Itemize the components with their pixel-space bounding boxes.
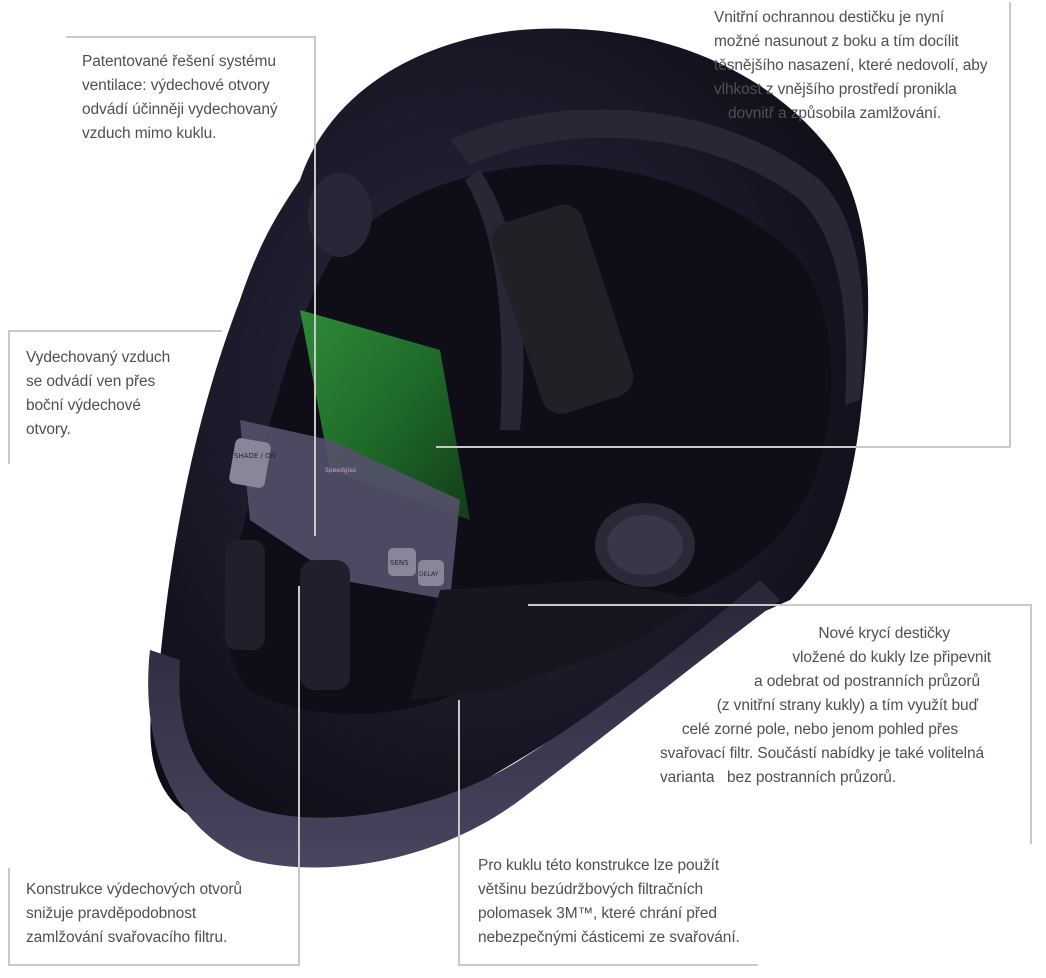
- sens-button: [388, 548, 416, 576]
- callout-line: Pro kuklu této konstrukce lze použít: [478, 857, 720, 874]
- exhaust-vent-left: [225, 540, 265, 650]
- callout-cover-plates: Nové krycí destičky vložené do kukly lze…: [650, 622, 1000, 790]
- callout-line: se odvádí ven přes: [26, 373, 156, 390]
- callout-line: snižuje pravděpodobnost: [26, 905, 197, 922]
- callout-line: vložené do kukly lze připevnit: [792, 649, 991, 666]
- callout-line: varianta bez postranních průzorů.: [660, 769, 897, 786]
- headband: [450, 109, 864, 406]
- callout-line: celé zorné pole, nebo jenom pohled přes: [681, 721, 958, 738]
- svg-text:SENS: SENS: [390, 559, 409, 567]
- callout-line: otvory.: [26, 421, 71, 438]
- callout-protective-plate: Vnitřní ochrannou destičku je nyní možné…: [714, 6, 999, 126]
- callout-line: polomasek 3M™, které chrání před: [478, 905, 717, 922]
- svg-text:DELAY: DELAY: [419, 571, 439, 578]
- callout-line: Konstrukce výdechových otvorů: [26, 881, 242, 898]
- callout-line: Vydechovaný vzduch: [26, 349, 171, 366]
- delay-button: [418, 560, 444, 586]
- helmet-chin-rim: [148, 580, 780, 868]
- leader-exhaust-v: [298, 586, 300, 966]
- callout-respirator: Pro kuklu této konstrukce lze použít vět…: [478, 854, 740, 950]
- svg-text:SHADE / ON: SHADE / ON: [234, 452, 276, 460]
- callout-line: Patentované řešení systému: [82, 53, 276, 70]
- cover-plate: [410, 580, 700, 700]
- leader-exhaust-v2: [8, 868, 10, 966]
- callout-line: možné nasunout z boku a tím docílit: [714, 33, 959, 50]
- exhaust-vent-right: [300, 560, 350, 690]
- callout-exhaust-design: Konstrukce výdechových otvorů snižuje pr…: [26, 878, 242, 950]
- callout-exhaled-air: Vydechovaný vzduch se odvádí ven přes bo…: [26, 346, 170, 442]
- leader-ventilation-h: [66, 36, 316, 38]
- callout-line: většinu bezúdržbových filtračních: [478, 881, 704, 898]
- callout-line: vzduch mimo kuklu.: [82, 125, 217, 142]
- sweatband: [491, 204, 634, 414]
- leader-cover-v: [1030, 604, 1032, 844]
- leader-respirator-v: [458, 700, 460, 966]
- leader-ventilation-v: [314, 36, 316, 536]
- shade-button: [229, 438, 271, 488]
- leader-exhaled-h: [8, 330, 222, 332]
- callout-line: boční výdechové: [26, 397, 141, 414]
- callout-line: (z vnitřní strany kukly) a tím využít bu…: [716, 697, 978, 714]
- leader-plate-h: [436, 446, 1011, 448]
- callout-line: Nové krycí destičky: [818, 625, 950, 642]
- callout-line: odvádí účinněji vydechovaný: [82, 101, 278, 118]
- callout-ventilation: Patentované řešení systému ventilace: vý…: [82, 50, 278, 146]
- callout-line: Vnitřní ochrannou destičku je nyní: [714, 9, 945, 26]
- callout-line: těsnějšího nasazení, které nedovolí, aby: [714, 57, 988, 74]
- callout-line: zamlžování svařovacího filtru.: [26, 929, 228, 946]
- leader-exhaust-h: [8, 964, 300, 966]
- leader-plate-v: [1009, 2, 1011, 448]
- callout-line: dovnitř a způsobila zamlžování.: [728, 105, 942, 122]
- svg-text:Speedglas: Speedglas: [325, 467, 356, 474]
- callout-line: ventilace: výdechové otvory: [82, 77, 270, 94]
- leader-respirator-h: [458, 964, 758, 966]
- leader-exhaled-v: [8, 330, 10, 464]
- callout-line: a odebrat od postranních průzorů: [753, 673, 980, 690]
- callout-line: nebezpečnými částicemi ze svařování.: [478, 929, 740, 946]
- leader-cover-h: [528, 604, 1032, 606]
- callout-line: vlhkost z vnějšího prostředí pronikla: [714, 81, 957, 98]
- callout-line: svařovací filtr. Součástí nabídky je tak…: [660, 745, 985, 762]
- top-knob: [308, 173, 372, 257]
